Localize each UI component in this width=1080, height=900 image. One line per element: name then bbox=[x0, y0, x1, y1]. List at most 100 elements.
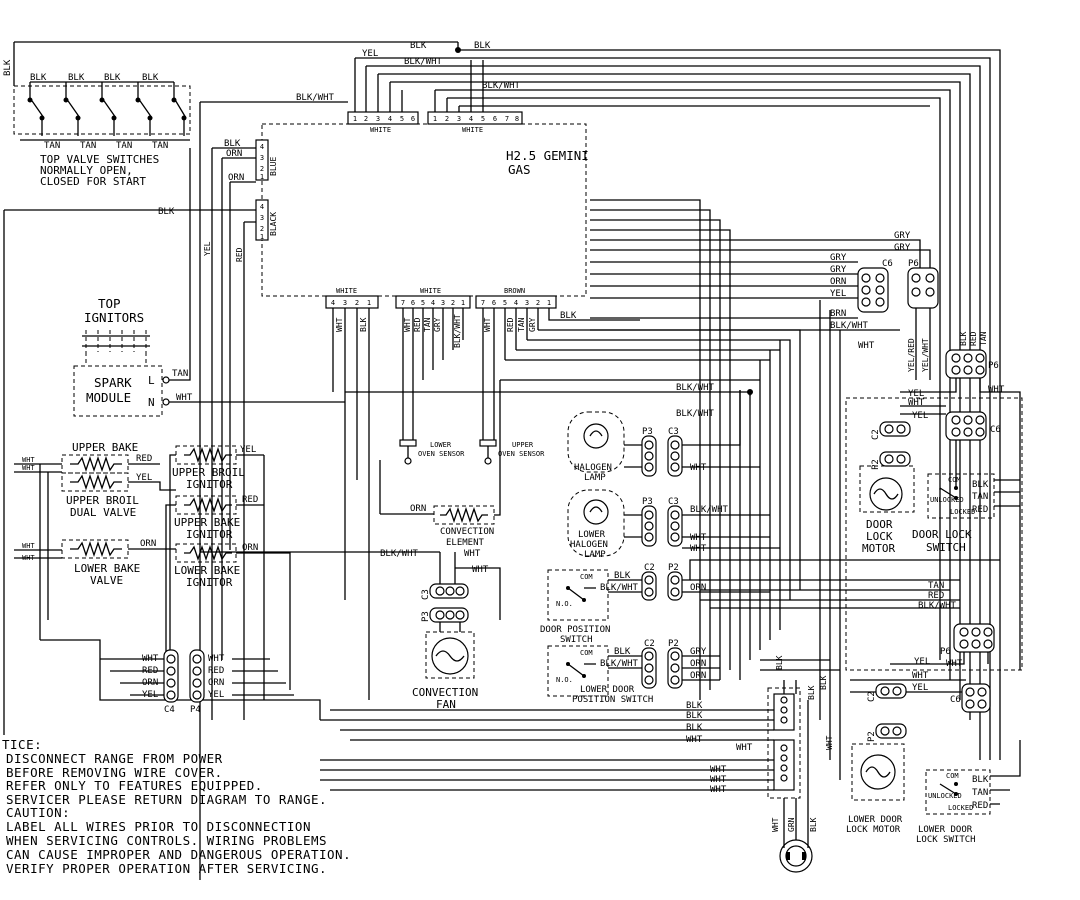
lower-halogen-lamp: LOWER HALOGEN LAMP P3 C3 BLK/WHT WHT WHT bbox=[567, 489, 780, 560]
svg-text:BLK/WHT: BLK/WHT bbox=[918, 601, 957, 611]
notice-line-7: WHEN SERVICING CONTROLS. WIRING PROBLEMS bbox=[6, 833, 327, 848]
svg-text:BLK/WHT: BLK/WHT bbox=[690, 505, 729, 515]
svg-text:TAN: TAN bbox=[517, 317, 526, 332]
svg-text:7: 7 bbox=[481, 299, 485, 307]
svg-text:4: 4 bbox=[431, 299, 435, 307]
svg-text:GRY: GRY bbox=[528, 317, 537, 332]
convection-fan: C3 P3 CONVECTION FAN bbox=[412, 583, 478, 711]
svg-text:DOOR POSITION: DOOR POSITION bbox=[540, 625, 610, 635]
wire-label-blkwht-top2: BLK/WHT bbox=[482, 81, 521, 91]
svg-text:BLK: BLK bbox=[809, 817, 818, 832]
svg-text:1: 1 bbox=[260, 173, 264, 181]
svg-text:WHT: WHT bbox=[22, 456, 35, 464]
svg-text:1: 1 bbox=[260, 233, 264, 241]
svg-text:BLUE: BLUE bbox=[269, 157, 278, 176]
svg-text:WHT: WHT bbox=[690, 544, 707, 554]
svg-text:UPPER: UPPER bbox=[512, 441, 534, 449]
bake-broil-valves: UPPER BAKE WHT WHT RED YEL UPPER BROIL D… bbox=[14, 441, 176, 640]
top-ignitors-label-1: TOP bbox=[98, 296, 121, 311]
valve-tan-1: TAN bbox=[44, 141, 60, 151]
spark-module: SPARK MODULE L N TAN WHT bbox=[73, 148, 345, 417]
svg-text:BLK/WHT: BLK/WHT bbox=[676, 409, 715, 419]
connector-blue-left: 43 21 BLUE bbox=[255, 139, 278, 181]
svg-text:LOWER BAKE: LOWER BAKE bbox=[74, 562, 140, 575]
svg-text:YEL: YEL bbox=[908, 389, 924, 399]
svg-text:P6: P6 bbox=[988, 361, 999, 371]
svg-text:8: 8 bbox=[515, 115, 519, 123]
left-blk-label: BLK bbox=[3, 59, 13, 76]
top-valve-switches: BLK BLK BLK BLK BLK TAN TAN TAN TAN bbox=[3, 41, 458, 188]
svg-text:IGNITOR: IGNITOR bbox=[186, 528, 233, 541]
svg-text:ORN: ORN bbox=[242, 543, 258, 553]
svg-text:YEL: YEL bbox=[912, 683, 928, 693]
svg-text:WHT: WHT bbox=[690, 463, 707, 473]
svg-text:COM: COM bbox=[580, 649, 593, 657]
svg-text:LOWER DOOR: LOWER DOOR bbox=[918, 825, 973, 835]
svg-text:P2: P2 bbox=[668, 639, 679, 649]
svg-text:IGNITOR: IGNITOR bbox=[186, 576, 233, 589]
svg-text:WHITE: WHITE bbox=[462, 126, 483, 134]
svg-text:7: 7 bbox=[401, 299, 405, 307]
svg-text:UPPER BROIL: UPPER BROIL bbox=[172, 466, 245, 479]
svg-text:1: 1 bbox=[547, 299, 551, 307]
svg-text:1: 1 bbox=[461, 299, 465, 307]
svg-text:RED: RED bbox=[413, 317, 422, 332]
svg-text:6: 6 bbox=[492, 299, 496, 307]
svg-text:N: N bbox=[148, 396, 155, 409]
svg-text:C3: C3 bbox=[668, 497, 679, 507]
svg-text:BRN: BRN bbox=[830, 309, 846, 319]
svg-text:6: 6 bbox=[411, 299, 415, 307]
svg-text:4: 4 bbox=[260, 203, 264, 211]
svg-text:1: 1 bbox=[433, 115, 437, 123]
svg-text:LOWER DOOR: LOWER DOOR bbox=[848, 815, 903, 825]
svg-text:TAN: TAN bbox=[972, 492, 988, 502]
svg-text:GRY: GRY bbox=[894, 243, 911, 253]
connector-black-left: 43 21 BLACK bbox=[255, 199, 278, 241]
svg-text:COM: COM bbox=[580, 573, 593, 581]
svg-text:C2: C2 bbox=[871, 429, 881, 440]
svg-text:ORN: ORN bbox=[830, 277, 846, 287]
svg-text:3: 3 bbox=[525, 299, 529, 307]
top-harness-wires: BLK BLK YEL BLK/WHT BLK/WHT BLK/WHT bbox=[199, 41, 1001, 880]
svg-text:WHT: WHT bbox=[710, 775, 727, 785]
svg-text:BLK: BLK bbox=[819, 675, 828, 690]
svg-text:5: 5 bbox=[503, 299, 507, 307]
svg-text:IGNITOR: IGNITOR bbox=[186, 478, 233, 491]
board-subtitle: GAS bbox=[508, 162, 531, 177]
svg-text:SWITCH: SWITCH bbox=[926, 541, 966, 554]
valve-blk-3: BLK bbox=[104, 73, 121, 83]
svg-text:LOWER DOOR: LOWER DOOR bbox=[580, 685, 635, 695]
valve-tan-4: TAN bbox=[152, 141, 168, 151]
svg-text:P6: P6 bbox=[940, 647, 951, 657]
valve-switch-3 bbox=[99, 82, 117, 136]
svg-text:CONVECTION: CONVECTION bbox=[440, 527, 494, 537]
svg-text:UNLOCKED: UNLOCKED bbox=[930, 496, 964, 504]
svg-text:YEL/RED: YEL/RED bbox=[907, 338, 916, 372]
svg-text:N.O.: N.O. bbox=[556, 600, 573, 608]
svg-text:BLK: BLK bbox=[972, 775, 989, 785]
svg-text:3: 3 bbox=[343, 299, 347, 307]
top-ignitors-label-2: IGNITORS bbox=[84, 310, 144, 325]
svg-text:UPPER BAKE: UPPER BAKE bbox=[174, 516, 240, 529]
svg-text:UPPER BAKE: UPPER BAKE bbox=[72, 441, 138, 454]
svg-text:WHT: WHT bbox=[710, 765, 727, 775]
svg-text:WHT: WHT bbox=[483, 317, 492, 332]
svg-text:LOCK SWITCH: LOCK SWITCH bbox=[916, 835, 976, 845]
svg-text:3: 3 bbox=[260, 214, 264, 222]
svg-text:COM: COM bbox=[948, 476, 961, 484]
valve-switch-4 bbox=[135, 82, 153, 136]
connector-c4-p4: WHT RED ORN YEL WHT RED ORN YEL C4 P4 bbox=[40, 639, 321, 720]
svg-text:UPPER BROIL: UPPER BROIL bbox=[66, 494, 139, 507]
svg-text:BROWN: BROWN bbox=[504, 287, 525, 295]
svg-text:ELEMENT: ELEMENT bbox=[446, 538, 485, 548]
notice-line-8: CAN CAUSE IMPROPER AND DANGEROUS OPERATI… bbox=[6, 847, 351, 862]
svg-text:WHT: WHT bbox=[946, 659, 963, 669]
svg-text:SWITCH: SWITCH bbox=[560, 635, 593, 645]
svg-text:5: 5 bbox=[481, 115, 485, 123]
svg-text:BLK/WHT: BLK/WHT bbox=[830, 321, 869, 331]
svg-text:RED: RED bbox=[242, 495, 258, 505]
svg-text:WHT: WHT bbox=[858, 341, 875, 351]
